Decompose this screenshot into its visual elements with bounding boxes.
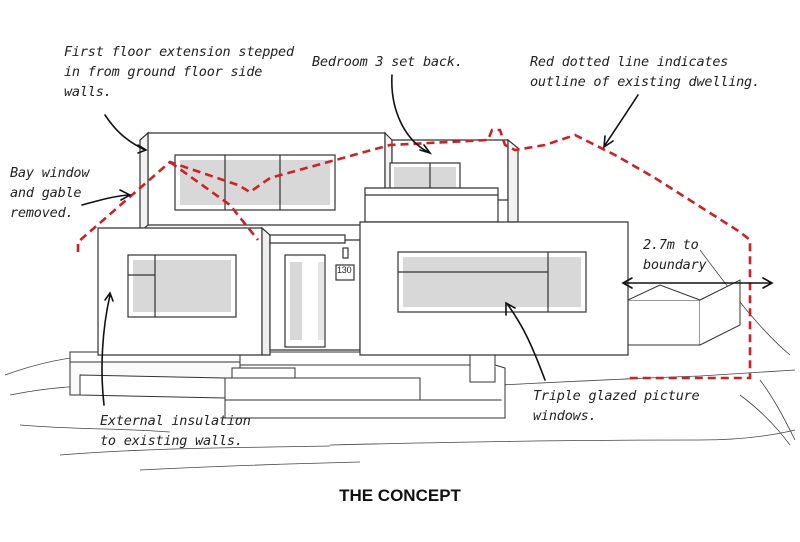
leader-arrows bbox=[81, 74, 774, 406]
garden-walls bbox=[69, 279, 741, 419]
note-line: outline of existing dwelling. bbox=[530, 74, 760, 90]
right-block bbox=[359, 221, 629, 356]
existing-dwelling-outline bbox=[76, 128, 752, 380]
note-red-line: Red dotted line indicates outline of exi… bbox=[530, 52, 760, 92]
note-line: Red dotted line indicates bbox=[530, 54, 729, 70]
note-bedroom: Bedroom 3 set back. bbox=[312, 52, 463, 72]
note-insulation: External insulation to existing walls. bbox=[100, 411, 251, 451]
note-line: boundary bbox=[643, 257, 707, 273]
landscape-lines bbox=[4, 249, 796, 471]
note-line: 2.7m to bbox=[643, 237, 699, 253]
note-first-floor: First floor extension stepped in from gr… bbox=[64, 42, 294, 102]
note-bay-window: Bay window and gable removed. bbox=[10, 163, 89, 223]
note-glazing: Triple glazed picture windows. bbox=[533, 386, 700, 426]
note-line: in from ground floor side bbox=[64, 64, 263, 80]
drawing-title: THE CONCEPT bbox=[339, 486, 461, 505]
house-number: 130 bbox=[337, 265, 352, 275]
note-line: walls. bbox=[64, 84, 112, 100]
note-line: Bay window bbox=[10, 165, 90, 181]
left-block bbox=[97, 226, 271, 356]
note-line: and gable bbox=[10, 185, 82, 201]
note-line: removed. bbox=[10, 205, 74, 221]
note-line: First floor extension stepped bbox=[64, 44, 294, 60]
note-boundary: 2.7m to boundary bbox=[643, 235, 707, 275]
note-line: Triple glazed picture bbox=[533, 388, 700, 404]
note-line: to existing walls. bbox=[100, 433, 243, 449]
note-line: Bedroom 3 set back. bbox=[312, 54, 463, 70]
note-line: External insulation bbox=[100, 413, 251, 429]
entrance bbox=[269, 234, 361, 351]
note-line: windows. bbox=[533, 408, 597, 424]
